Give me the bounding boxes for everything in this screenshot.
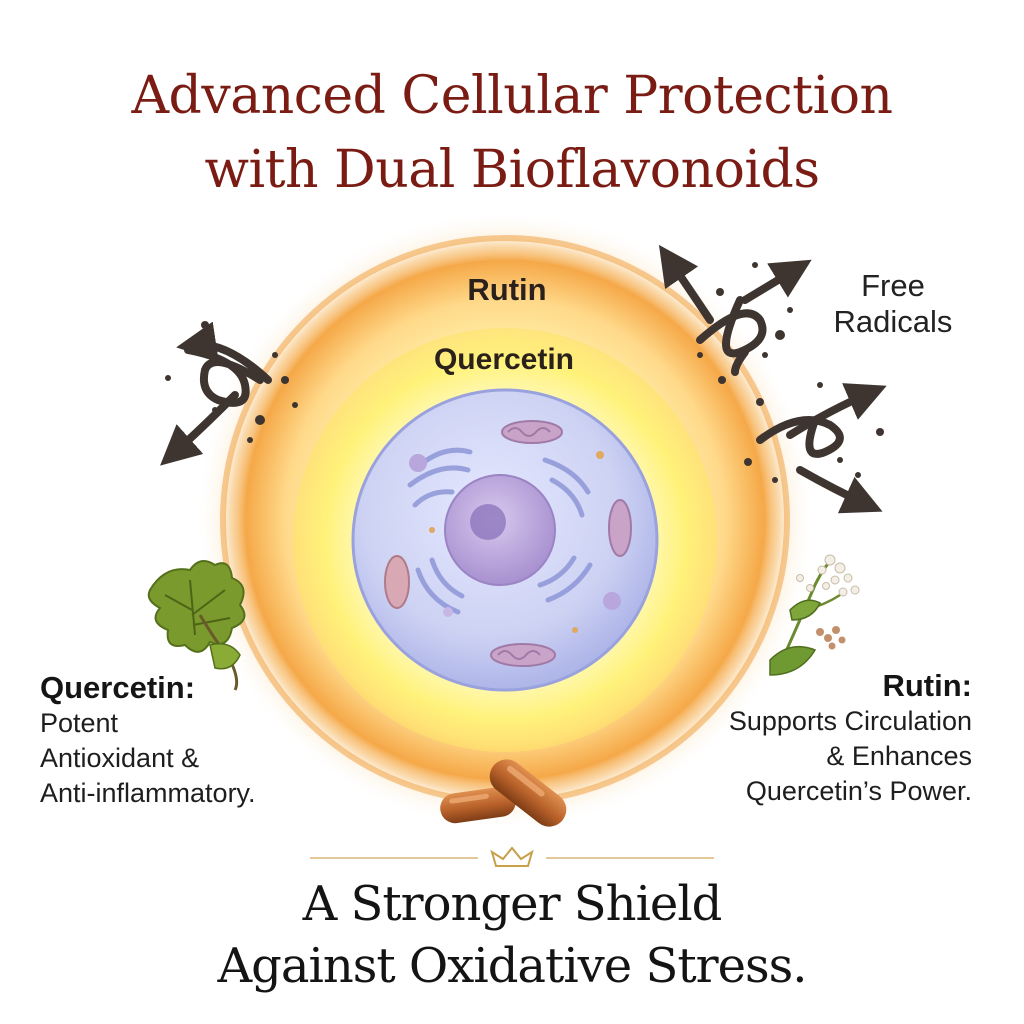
title-line-1: Advanced Cellular Protection	[131, 66, 893, 126]
crown-icon	[490, 846, 534, 867]
free-radicals-line-2: Radicals	[833, 304, 953, 339]
radical-particles-left	[165, 321, 298, 443]
buckwheat-flower-icon	[769, 554, 860, 676]
grape-leaf-icon	[147, 560, 246, 691]
quercetin-benefit: Quercetin: Potent Antioxidant & Anti-inf…	[40, 670, 340, 811]
capsule-icon	[440, 759, 567, 827]
free-radicals-line-1: Free	[861, 268, 925, 303]
divider	[310, 846, 714, 867]
free-radicals-label: Free Radicals	[818, 268, 968, 340]
title-line-2: with Dual Bioflavonoids	[204, 140, 820, 200]
cell-icon	[351, 388, 659, 692]
inner-ring-label: Quercetin	[433, 343, 575, 376]
quercetin-line-2: Antioxidant &	[40, 743, 200, 773]
rutin-line-1: Supports Circulation	[728, 706, 972, 736]
mitochondria	[384, 420, 632, 667]
outer-ring-label: Rutin	[467, 272, 547, 307]
free-radical-arrow-icon	[658, 244, 812, 376]
tagline-line-1: A Stronger Shield	[302, 876, 723, 932]
radical-particles-top-right	[697, 262, 793, 384]
quercetin-line-1: Potent	[40, 708, 119, 738]
free-radical-arrow-icon	[756, 383, 887, 514]
rutin-heading: Rutin:	[882, 668, 972, 703]
free-radical-arrow-icon	[160, 321, 272, 466]
rutin-benefit: Rutin: Supports Circulation & Enhances Q…	[640, 668, 972, 809]
quercetin-line-3: Anti-inflammatory.	[40, 778, 256, 808]
nucleolus	[470, 504, 506, 540]
rutin-line-2: & Enhances	[826, 741, 972, 771]
quercetin-heading: Quercetin:	[40, 670, 196, 705]
radical-particles-lower-right	[744, 382, 884, 483]
tagline-line-2: Against Oxidative Stress.	[217, 938, 807, 994]
rutin-line-3: Quercetin’s Power.	[745, 776, 972, 806]
